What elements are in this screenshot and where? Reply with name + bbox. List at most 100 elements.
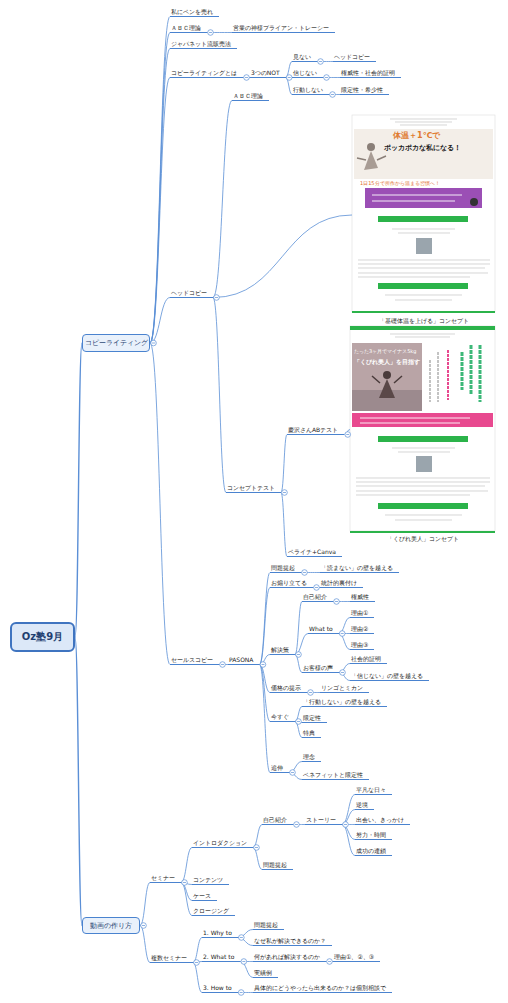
subtopic: 自己紹介 <box>302 593 333 602</box>
subtopic: 「信じない」の壁を越える <box>350 672 429 681</box>
topic-text: 問題提起 <box>271 564 295 571</box>
subtopic: お煽り立てる <box>270 579 313 588</box>
topic-text: 追伸 <box>271 764 283 771</box>
subtopic: お客様の声 <box>302 664 339 673</box>
branch-line <box>333 601 350 602</box>
topic-text: お客様の声 <box>303 664 333 671</box>
subtopic: 理念 <box>302 753 321 762</box>
collapse-toggle <box>334 599 340 605</box>
branch-line <box>213 101 232 298</box>
topic-text: 逆境 <box>356 801 368 808</box>
branch-line <box>342 795 355 825</box>
topic-text: 複数セミナー <box>151 954 187 961</box>
collapse-toggle <box>238 990 244 996</box>
subtopic: 逆境 <box>355 801 374 810</box>
topic-text: 理由③ <box>351 641 368 648</box>
subtopic: 社会的証明 <box>350 655 387 664</box>
collapse-toggle <box>208 30 214 36</box>
collapse-toggle <box>290 770 296 776</box>
subtopic: 問題提起 <box>262 861 293 870</box>
topic-text: なぜ私が解決できるのか？ <box>254 937 326 944</box>
collapse-toggle <box>194 960 200 966</box>
collapse-toggle <box>296 652 302 658</box>
topic-text: ジャパネット流販売法 <box>171 40 231 47</box>
branch-line <box>259 588 270 665</box>
subtopic: 解決策 <box>270 646 295 655</box>
subtopic: ストーリー <box>305 816 342 825</box>
subtopic: 特典 <box>302 729 321 738</box>
collapse-toggle <box>182 880 188 886</box>
branch-line <box>259 573 270 665</box>
subtopic: 3つのNOT <box>250 69 286 78</box>
topic-text: ストーリー <box>306 816 336 823</box>
topic-text: 行動しない <box>293 86 323 93</box>
topic-text: ケース <box>193 892 211 899</box>
topic-text: 理念 <box>303 753 315 760</box>
subtopic: 何があれば解決するのか <box>253 953 326 962</box>
branch-line <box>193 963 202 993</box>
collapse-toggle <box>340 670 346 676</box>
subtopic: ケース <box>192 892 217 901</box>
branch-line <box>301 572 320 573</box>
topic-text: 3. How to <box>203 984 232 991</box>
collapse-toggle <box>282 490 288 496</box>
topic-text: リンゴとミカン <box>321 684 363 691</box>
image-text: 1日15分で所作から温まる習慣へ！ <box>360 181 440 186</box>
subtopic: 問題提起 <box>253 921 284 930</box>
topic-text: 2. What to <box>203 953 234 960</box>
topic-text: 実績例 <box>254 969 272 976</box>
topic-text: 見ない <box>293 53 311 60</box>
subtopic: 価格の提示 <box>270 684 307 693</box>
topic-text: お煽り立てる <box>271 579 307 586</box>
collapse-toggle <box>327 959 333 965</box>
subtopic: ヘッドコピー <box>170 289 213 298</box>
branch-line <box>259 665 270 773</box>
branch-line <box>238 992 253 993</box>
subtopic: クロージング <box>192 907 235 916</box>
topic-text: 権威性・社会的証明 <box>341 69 395 76</box>
subtopic: セールスコピー <box>170 656 219 665</box>
subtopic: 実績例 <box>253 969 278 978</box>
subtopic: 出会い、きっかけ <box>355 816 410 825</box>
topic-text: イントロダクション <box>193 839 247 846</box>
topic-text: 出会い、きっかけ <box>356 816 404 823</box>
subtopic: 問題提起 <box>270 564 301 573</box>
branch-line <box>295 634 308 655</box>
subtopic: 追伸 <box>270 764 289 773</box>
collapse-toggle <box>343 822 349 828</box>
landing-page-mock <box>352 115 495 313</box>
subtopic: PASONA <box>228 656 259 665</box>
collapse-toggle <box>214 295 220 301</box>
subtopic: 理由② <box>350 625 374 634</box>
collapse-toggle <box>254 845 260 851</box>
subtopic: イントロダクション <box>192 839 253 848</box>
subtopic: ヘッドコピー <box>333 53 376 62</box>
topic-text: 権威性 <box>351 593 369 600</box>
subtopic: 限定性・希少性 <box>340 86 389 95</box>
branch-line <box>150 49 170 344</box>
subtopic: 限定性 <box>302 714 327 723</box>
collapse-toggle <box>318 59 324 65</box>
subtopic: 具体的にどうやったら出来るのか？は個別相談で <box>253 984 392 993</box>
collapse-toggle <box>339 631 345 637</box>
branch-line <box>342 825 355 856</box>
subtopic: なぜ私が解決できるのか？ <box>253 937 332 946</box>
branch-line <box>140 883 150 926</box>
branch-line <box>150 78 170 344</box>
image-text: ポッカポカな私になる！ <box>384 145 461 152</box>
topic-text: 特典 <box>303 729 315 736</box>
branch-line <box>75 343 82 637</box>
subtopic: 私にペンを売れ <box>170 8 219 17</box>
branch-line <box>213 215 352 298</box>
subtopic: 平凡な日々 <box>355 786 392 795</box>
topic-text: 解決策 <box>271 646 289 653</box>
branch-line <box>281 493 287 557</box>
subtopic: 成功の連鎖 <box>355 847 392 856</box>
topic-text: 「信じない」の壁を越える <box>351 672 423 679</box>
collapse-toggle <box>324 75 330 81</box>
topic-text: クロージング <box>193 907 229 914</box>
topic-text: 1. Why to <box>203 929 232 936</box>
topic-text: 理由①、②、③ <box>334 953 374 960</box>
branch-line <box>150 343 170 665</box>
topic-text: 具体的にどうやったら出来るのか？は個別相談で <box>254 984 386 991</box>
